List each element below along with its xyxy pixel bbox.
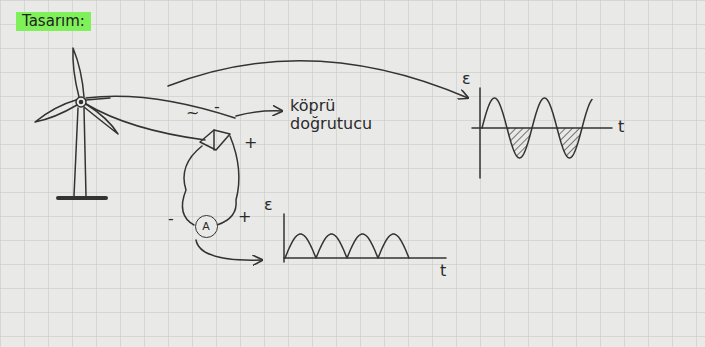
- wire: [182, 146, 202, 225]
- axis-label: ε: [264, 196, 273, 214]
- wire: [86, 104, 205, 140]
- polarity-sign: +: [244, 134, 257, 152]
- polarity-sign: -: [168, 210, 174, 228]
- title-highlight: Tasarım:: [16, 12, 91, 31]
- leader-arrow: [236, 111, 282, 116]
- axis: [472, 127, 612, 129]
- axis: [479, 88, 481, 178]
- wind-turbine: [35, 48, 118, 198]
- component-label: köprü doğrutucu: [290, 97, 380, 134]
- axis: [284, 257, 446, 259]
- axis-label: t: [440, 262, 446, 280]
- polarity-sign: +: [238, 208, 251, 226]
- ammeter-circle: A: [195, 215, 218, 238]
- polarity-sign: -: [214, 98, 220, 116]
- axis-label: t: [618, 118, 624, 136]
- leader-arrow: [196, 240, 262, 260]
- rectified-waveform: [285, 234, 409, 258]
- axis: [283, 214, 285, 262]
- meter-letter: A: [202, 221, 210, 232]
- leader-arrow: [168, 61, 468, 98]
- bridge-rectifier: [200, 130, 230, 150]
- ac-waveform: [482, 98, 592, 158]
- bridge-rectifier: [213, 130, 215, 150]
- wire: [217, 136, 239, 225]
- ac-symbol: ~: [186, 104, 199, 122]
- axis-label: ε: [462, 70, 471, 88]
